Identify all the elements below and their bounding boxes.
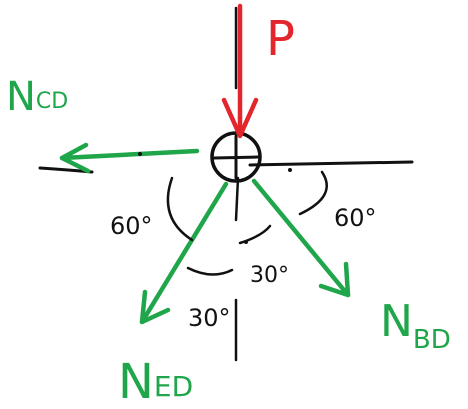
- force-label-ncd: NCD: [6, 74, 68, 120]
- construction-dots: [138, 152, 292, 244]
- force-arrow-nbd: [251, 178, 351, 298]
- angle-label-center: 30°: [250, 263, 289, 288]
- angle-label-left: 60°: [110, 212, 153, 240]
- force-label-ned: NED: [118, 354, 193, 409]
- force-label-nbd: NBD: [380, 296, 451, 355]
- angle-arcs: [166, 170, 328, 276]
- bottom-angle-arc: [186, 266, 234, 276]
- force-arrow-ned: [139, 181, 229, 325]
- reference-line: [38, 160, 414, 174]
- angle-label-bottom: 30°: [188, 304, 231, 332]
- load-label: P: [266, 11, 295, 67]
- force-arrow-ncd: [59, 142, 200, 174]
- angle-label-right: 60°: [334, 204, 377, 232]
- joint-node: [210, 131, 262, 183]
- center-angle-arc: [238, 224, 272, 245]
- load-arrow-p: [221, 3, 259, 139]
- right-angle-arc: [298, 170, 328, 216]
- vertical-centerline: [234, 6, 240, 362]
- left-angle-arc: [166, 176, 194, 242]
